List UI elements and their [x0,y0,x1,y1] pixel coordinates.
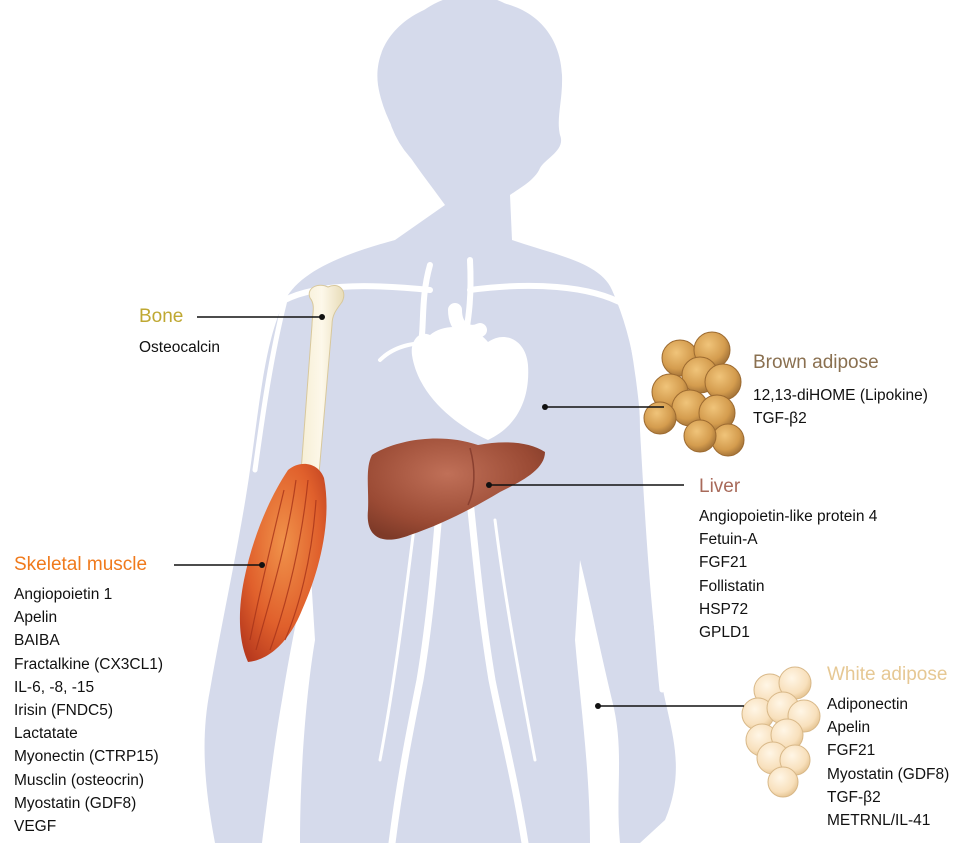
list-item: VEGF [14,815,163,838]
bone-list: Osteocalcin [139,336,220,359]
list-item: HSP72 [699,598,877,621]
brown-adipose-cells [644,332,744,456]
liver-group: Liver [699,476,740,498]
list-item: IL-6, -8, -15 [14,676,163,699]
list-item: BAIBA [14,629,163,652]
list-item: TGF-β2 [827,786,949,809]
list-item: Osteocalcin [139,336,220,359]
list-item: Angiopoietin 1 [14,583,163,606]
list-item: Myostatin (GDF8) [14,792,163,815]
list-item: GPLD1 [699,621,877,644]
white-adipose-group: White adipose [827,664,947,686]
list-item: Musclin (osteocrin) [14,769,163,792]
list-item: Follistatin [699,575,877,598]
list-item: Adiponectin [827,693,949,716]
body-silhouette [205,0,676,843]
white-adipose-cells [742,667,820,797]
list-item: METRNL/IL-41 [827,809,949,832]
liver-list: Angiopoietin-like protein 4 Fetuin-A FGF… [699,505,877,644]
brown-adipose-list: 12,13-diHOME (Lipokine) TGF-β2 [753,384,928,430]
list-item: TGF-β2 [753,407,928,430]
list-item: Myostatin (GDF8) [827,763,949,786]
list-item: FGF21 [699,551,877,574]
liver-title: Liver [699,476,740,498]
brown-adipose-title: Brown adipose [753,352,879,374]
list-item: Apelin [14,606,163,629]
skeletal-muscle-title: Skeletal muscle [14,554,147,576]
skeletal-muscle-list: Angiopoietin 1 Apelin BAIBA Fractalkine … [14,583,163,838]
list-item: Lactatate [14,722,163,745]
list-item: Angiopoietin-like protein 4 [699,505,877,528]
white-adipose-list: Adiponectin Apelin FGF21 Myostatin (GDF8… [827,693,949,832]
brown-adipose-group: Brown adipose [753,352,879,374]
list-item: Fetuin-A [699,528,877,551]
list-item: Irisin (FNDC5) [14,699,163,722]
list-item: 12,13-diHOME (Lipokine) [753,384,928,407]
list-item: FGF21 [827,739,949,762]
list-item: Apelin [827,716,949,739]
white-adipose-title: White adipose [827,664,947,686]
bone-title: Bone [139,306,183,328]
skeletal-muscle-group: Skeletal muscle [14,554,147,576]
list-item: Myonectin (CTRP15) [14,745,163,768]
list-item: Fractalkine (CX3CL1) [14,653,163,676]
bone-group: Bone [139,306,183,328]
